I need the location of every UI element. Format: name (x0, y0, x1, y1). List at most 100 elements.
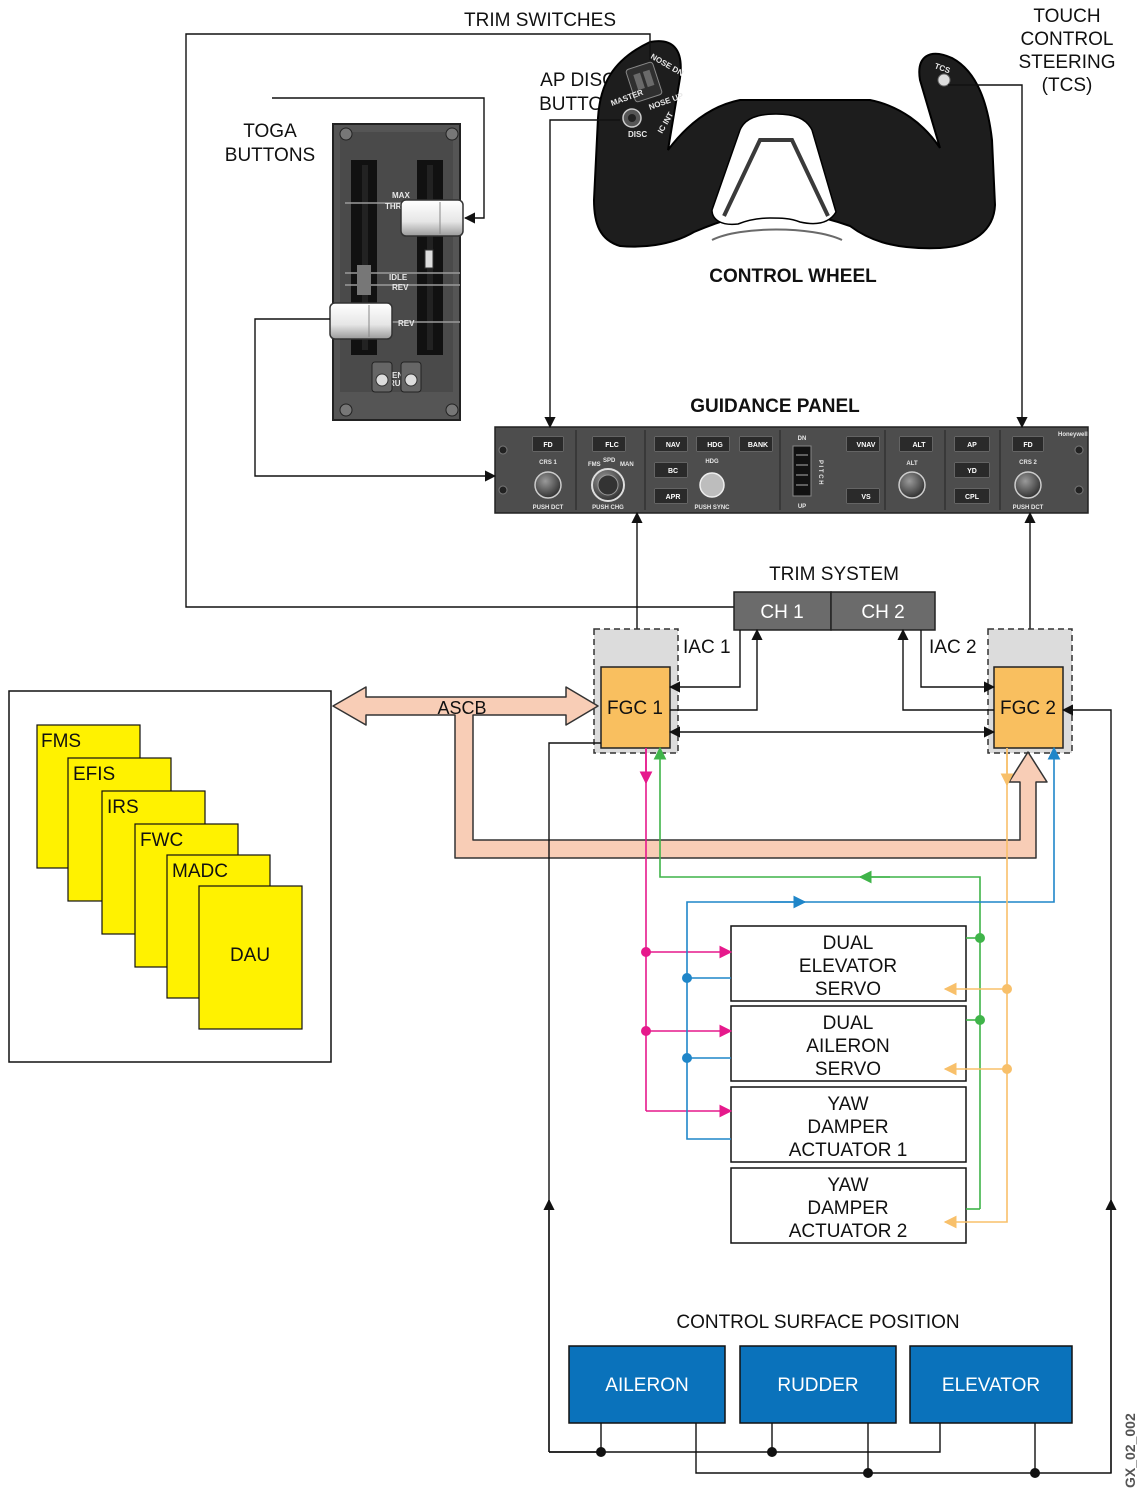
throttle-lever-left[interactable] (329, 302, 393, 340)
svg-text:AP DISC: AP DISC (540, 70, 616, 91)
trim-system: CH 1 CH 2 (733, 591, 936, 631)
svg-text:ACTUATOR 1: ACTUATOR 1 (789, 1140, 908, 1161)
svg-text:PUSH DCT: PUSH DCT (1013, 505, 1044, 511)
ascb-bus: ASCB (332, 686, 1048, 859)
svg-text:DAMPER: DAMPER (807, 1198, 888, 1219)
svg-text:FLC: FLC (605, 442, 619, 449)
crs1-knob[interactable] (534, 471, 562, 499)
yaw-damper-actuator-1: YAW DAMPER ACTUATOR 1 (730, 1086, 967, 1163)
svg-text:BC: BC (668, 468, 678, 475)
fgc2-label: FGC 2 (1000, 698, 1056, 719)
svg-text:RUN: RUN (389, 379, 407, 388)
svg-text:BANK: BANK (748, 442, 768, 449)
svg-text:SERVO: SERVO (815, 1059, 881, 1080)
svg-text:REV: REV (398, 319, 415, 328)
svg-text:STEERING: STEERING (1018, 52, 1115, 73)
fgc2-command-line (943, 748, 1008, 1229)
svg-text:FD: FD (543, 442, 552, 449)
pitch-wheel[interactable] (792, 445, 812, 497)
iac1-label: IAC 1 (683, 637, 731, 658)
guidance-panel: FD FLC NAV HDG BANK BC APR VNAV VS ALT A… (494, 426, 1089, 514)
svg-text:APR: APR (666, 494, 681, 501)
alt-knob[interactable] (898, 471, 926, 499)
svg-text:DAMPER: DAMPER (807, 1117, 888, 1138)
trim-ch2 (830, 591, 936, 631)
throttle-lever-right[interactable] (400, 199, 464, 237)
fms-label: FMS (41, 731, 81, 752)
svg-text:PUSH SYNC: PUSH SYNC (694, 505, 730, 511)
junction-dots (641, 933, 1012, 1074)
fgc1-label: FGC 1 (607, 698, 663, 719)
tcs-link (948, 84, 1028, 429)
fgc2-to-trim-ch2 (897, 628, 994, 711)
svg-text:ACTUATOR 2: ACTUATOR 2 (789, 1221, 908, 1242)
madc-label: MADC (172, 861, 228, 882)
svg-text:YD: YD (967, 468, 977, 475)
svg-text:VS: VS (861, 494, 871, 501)
ap-disc-link (544, 119, 620, 429)
svg-text:DN: DN (798, 436, 807, 442)
svg-text:ELEVATOR: ELEVATOR (799, 956, 897, 977)
svg-text:AILERON: AILERON (605, 1375, 688, 1396)
svg-text:CONTROL: CONTROL (1021, 29, 1114, 50)
dau-label: DAU (230, 945, 270, 966)
svg-text:SPD: SPD (603, 458, 616, 464)
svg-text:BUTTON: BUTTON (539, 94, 617, 115)
svg-text:TOGA: TOGA (243, 121, 297, 142)
svg-text:CRS 1: CRS 1 (539, 460, 557, 466)
eng-run-switch-l[interactable] (371, 361, 393, 393)
svg-text:NAV: NAV (666, 442, 681, 449)
iac2-label: IAC 2 (929, 637, 977, 658)
crs2-knob[interactable] (1014, 471, 1042, 499)
svg-text:TOUCH: TOUCH (1033, 6, 1100, 27)
svg-text:SERVO: SERVO (815, 979, 881, 1000)
fgc2-box (993, 666, 1064, 749)
svg-text:DUAL: DUAL (823, 933, 874, 954)
svg-text:PUSH CHG: PUSH CHG (592, 505, 624, 511)
svg-text:ELEVATOR: ELEVATOR (942, 1375, 1040, 1396)
svg-text:DUAL: DUAL (823, 1013, 874, 1034)
hdg-knob[interactable] (699, 472, 725, 498)
svg-text:CH 1: CH 1 (760, 602, 803, 623)
svg-text:AILERON: AILERON (806, 1036, 889, 1057)
trim-switch-link (185, 33, 734, 608)
svg-text:ALT: ALT (906, 461, 918, 467)
toga-link-right (272, 97, 485, 224)
trim-system-label: TRIM SYSTEM (769, 564, 899, 585)
svg-text:REV: REV (392, 283, 409, 292)
throttle-quadrant: MAX THR IDLE REV REV ENG RUN L R (329, 123, 464, 421)
fwc-label: FWC (140, 830, 183, 851)
toga-link-left (254, 318, 497, 482)
svg-text:AP: AP (967, 442, 977, 449)
svg-text:RUDDER: RUDDER (777, 1375, 858, 1396)
fgc2-monitor-line (686, 746, 1061, 1140)
surface-aileron: AILERON (568, 1345, 726, 1424)
control-surface-position-label: CONTROL SURFACE POSITION (676, 1312, 959, 1333)
bus-junctions (596, 1447, 1040, 1478)
figure-id: GX_02_002 (1122, 1413, 1138, 1488)
svg-text:MAN: MAN (620, 462, 634, 468)
servo-aileron: DUAL AILERON SERVO (730, 1005, 967, 1082)
servo-elevator: DUAL ELEVATOR SERVO (730, 925, 967, 1002)
spd-knob[interactable] (591, 468, 625, 502)
svg-text:YAW: YAW (827, 1175, 868, 1196)
svg-text:DISC: DISC (628, 130, 647, 139)
svg-text:FD: FD (1023, 442, 1032, 449)
irs-label: IRS (107, 797, 139, 818)
eng-run-switch-r[interactable] (400, 361, 422, 393)
trim-ch1-to-fgc1 (668, 630, 741, 693)
svg-text:THR: THR (385, 202, 402, 211)
svg-text:YAW: YAW (827, 1094, 868, 1115)
svg-text:(TCS): (TCS) (1042, 75, 1093, 96)
fgc1-box (600, 666, 671, 749)
svg-text:Honeywell: Honeywell (1058, 432, 1088, 438)
guidance-panel-label: GUIDANCE PANEL (690, 396, 860, 417)
svg-text:HDG: HDG (705, 459, 719, 465)
surface-rudder: RUDDER (739, 1345, 897, 1424)
ascb-label: ASCB (437, 698, 486, 718)
svg-text:FMS: FMS (588, 462, 601, 468)
svg-text:PUSH DCT: PUSH DCT (533, 505, 564, 511)
svg-text:CPL: CPL (965, 494, 980, 501)
